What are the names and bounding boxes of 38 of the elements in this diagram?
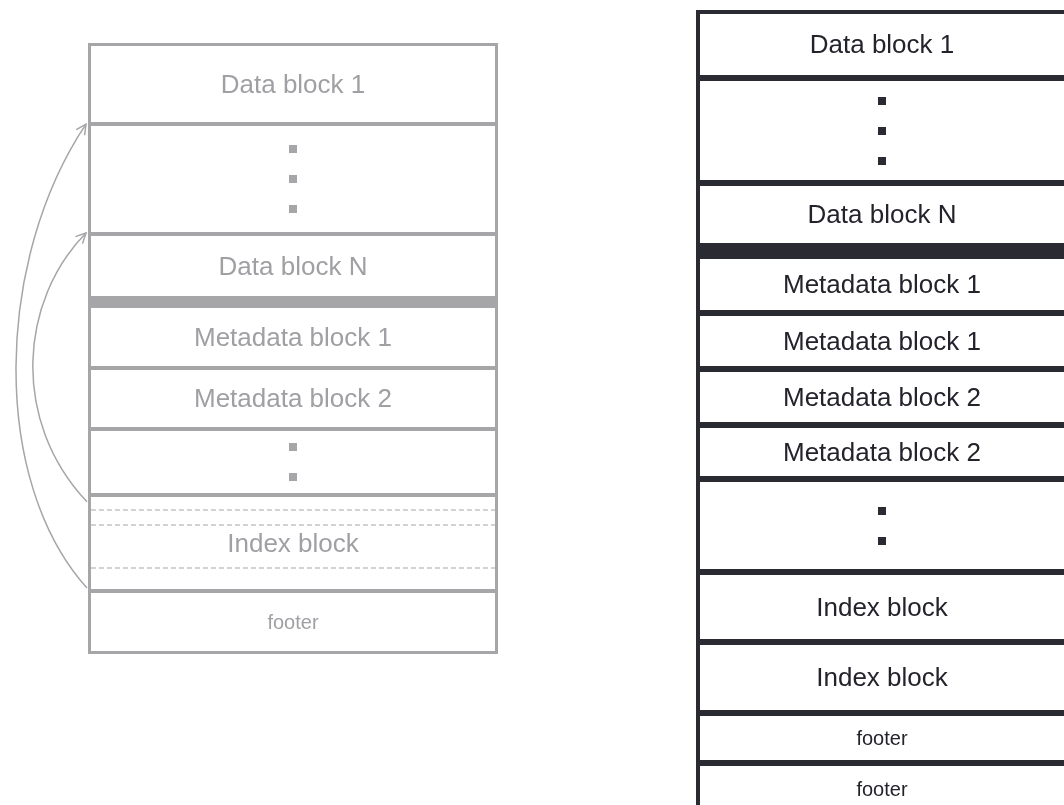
curved-arrow: [15, 123, 88, 589]
block-row: [88, 123, 498, 235]
block-label: Data block 1: [220, 69, 366, 99]
block-row: [88, 43, 498, 125]
block-label: Index block: [816, 592, 948, 622]
block-label: Data block 1: [809, 30, 955, 59]
block-label: Metadata block 1: [783, 270, 981, 299]
block-row: [696, 712, 1064, 764]
block-row: [696, 762, 1064, 805]
block-label: Metadata block 2: [194, 384, 392, 413]
block-row: [88, 494, 498, 592]
block-row: [696, 571, 1064, 643]
block-row: [696, 478, 1064, 573]
block-label: Data block N: [807, 200, 957, 229]
block-label: Data block N: [218, 251, 368, 281]
block-row: [88, 233, 498, 299]
block-row: [696, 255, 1064, 314]
block-label: Index block: [227, 528, 359, 558]
block-row: [696, 10, 1064, 79]
block-label: Index block: [816, 663, 948, 692]
block-row: [88, 590, 498, 654]
block-label: footer: [856, 727, 908, 749]
block-row: [696, 77, 1064, 184]
block-label: footer: [267, 611, 319, 633]
block-row: [696, 368, 1064, 426]
block-label: Metadata block 1: [194, 322, 392, 352]
block-label: footer: [856, 778, 908, 800]
block-row: [88, 428, 498, 496]
block-label: Metadata block 2: [783, 437, 981, 467]
block-label: Metadata block 1: [783, 326, 981, 356]
block-label: Metadata block 2: [783, 382, 981, 412]
block-row: [696, 641, 1064, 714]
block-row: [88, 305, 498, 369]
curved-arrow: [32, 232, 88, 503]
block-row: [696, 182, 1064, 247]
block-row: [696, 312, 1064, 370]
block-row: [88, 367, 498, 430]
block-row: [696, 424, 1064, 480]
